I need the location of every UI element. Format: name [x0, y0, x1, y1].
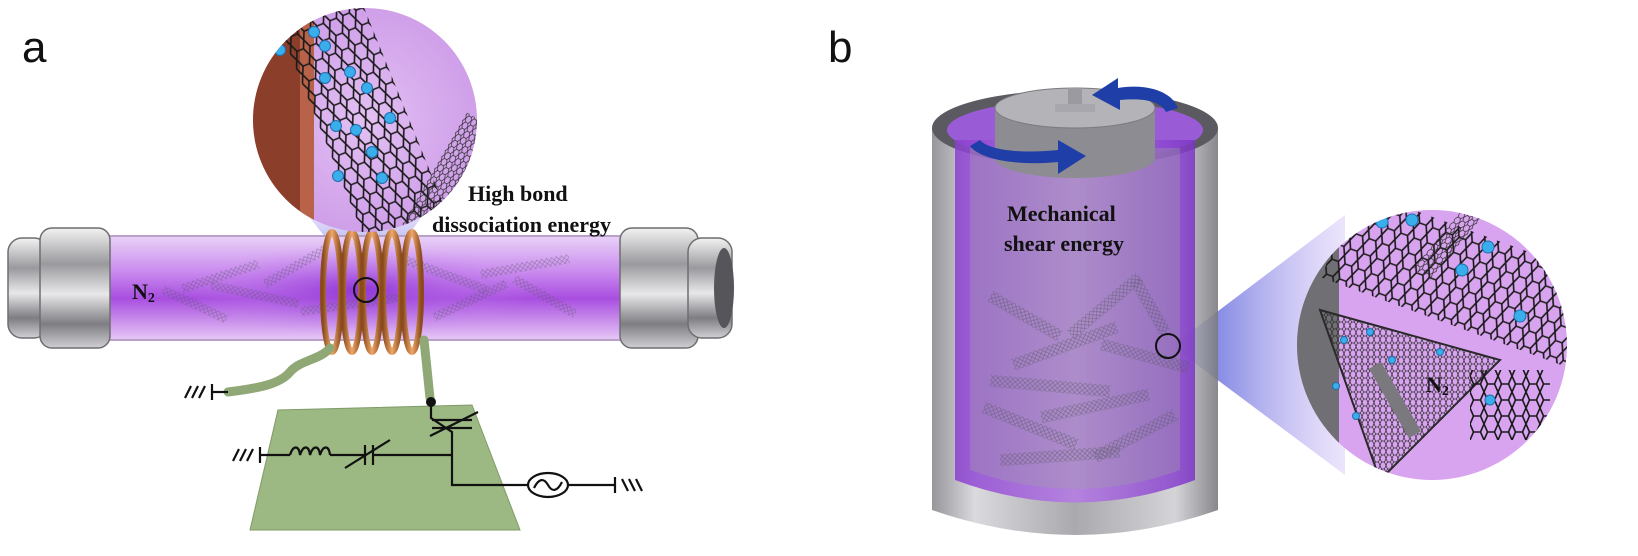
- nanotube-thin: [396, 112, 477, 232]
- zoom-beam-b: [1172, 215, 1345, 475]
- panel-letter-b: b: [828, 23, 852, 72]
- end-cap-right: [619, 227, 734, 349]
- energy-line-2: shear energy: [1004, 231, 1124, 256]
- callout-line-2: dissociation energy: [432, 212, 611, 237]
- callout-line-1: High bond: [468, 181, 568, 206]
- panel-letter-a: a: [22, 23, 47, 72]
- rotor-lid: [994, 87, 1156, 178]
- ball-mill-canister: [932, 87, 1218, 535]
- gas-label-a: N2: [132, 279, 155, 306]
- nanotube-thin-b: [1413, 210, 1487, 281]
- coil-lead-right: [419, 335, 435, 403]
- end-cap-left: [7, 227, 111, 349]
- nanotube-pile: [981, 272, 1191, 467]
- panel-a: a N2 High bond dissociation energy: [7, 8, 734, 531]
- zoom-marker-b: [1155, 333, 1181, 359]
- nanotube-upper: [1321, 210, 1567, 367]
- coil-lead-left: [223, 343, 335, 397]
- zoom-circle-a: [253, 8, 477, 232]
- nanotube-large: [274, 8, 448, 232]
- gas-label-b: N2: [1426, 372, 1449, 399]
- energy-line-1: Mechanical: [1007, 201, 1116, 226]
- ac-source-symbol: [526, 471, 570, 499]
- zoom-marker-a: [353, 277, 379, 303]
- ground-symbol-mid: [232, 447, 262, 463]
- rotation-arrow-icon: [970, 78, 1178, 174]
- ground-symbol-right: [613, 477, 643, 493]
- variable-capacitor-top: [429, 411, 479, 437]
- rf-circuit: [184, 384, 643, 499]
- panel-b: b Mechanical shear energy N2: [828, 23, 1567, 535]
- circuit-board: [249, 404, 521, 531]
- nanotube-lower: [1470, 370, 1550, 440]
- nanotube-triangle: [1318, 308, 1502, 480]
- nitrogen-dopants: [274, 26, 396, 184]
- inductor-symbol: [288, 446, 332, 456]
- ground-symbol-left: [184, 384, 214, 400]
